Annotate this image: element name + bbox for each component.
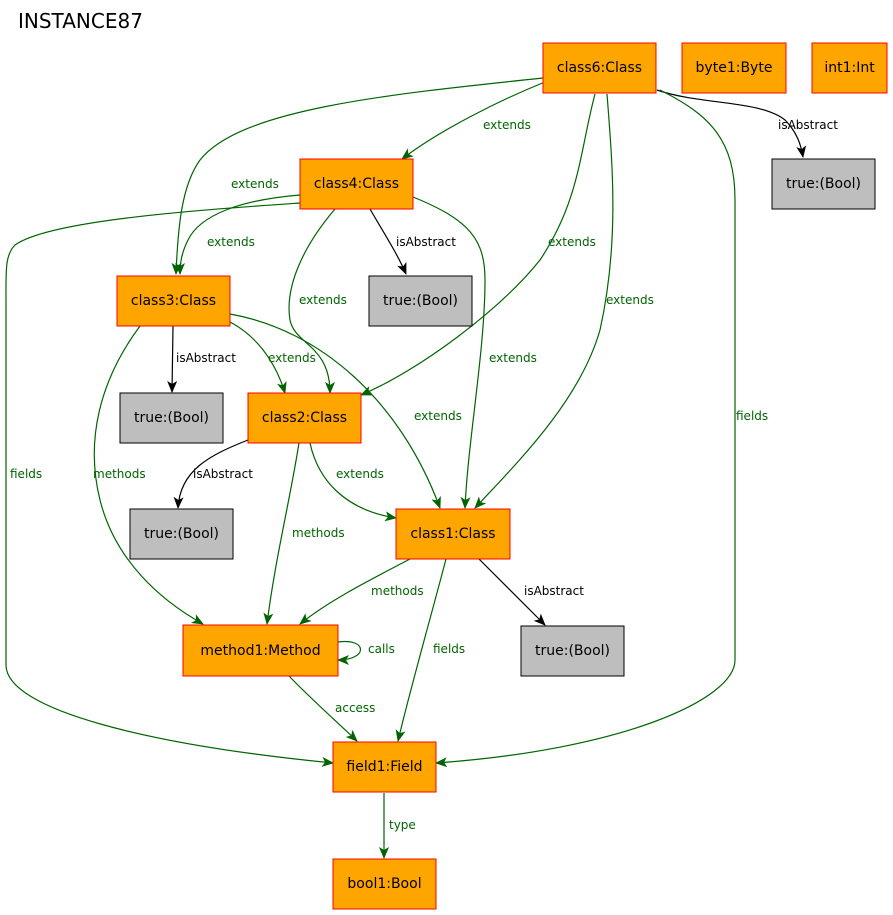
edge-method1-method1-calls [337, 640, 362, 665]
edge-class6-true-isabstract [656, 89, 807, 158]
edge-class1-field1-fields [395, 558, 447, 742]
label-class4-true-isabstract: isAbstract [396, 235, 456, 249]
edge-class6-class1-extends [474, 93, 614, 509]
edge-class4-class1-extends [412, 196, 486, 509]
node-byte1-label: byte1:Byte [696, 60, 773, 76]
edge-method1-field1-access [288, 675, 358, 742]
node-class6-label: class6:Class [557, 60, 642, 76]
node-class4[interactable]: class4:Class [299, 158, 414, 210]
edge-class3-class2-extends [229, 321, 287, 394]
label-class6-class1-extends: extends [606, 293, 654, 307]
label-class4-class3-extends: extends [207, 235, 255, 249]
label-class2-true-isabstract: isAbstract [193, 467, 253, 481]
label-class6-class3-extends: extends [231, 177, 279, 191]
node-field1[interactable]: field1:Field [332, 741, 437, 793]
node-true-class2-label: true:(Bool) [144, 526, 219, 542]
label-class4-field1-fields: fields [10, 467, 42, 481]
label-field1-bool1-type: type [389, 818, 416, 832]
node-true-class1-label: true:(Bool) [535, 643, 610, 659]
label-class1-true-isabstract: isAbstract [524, 584, 584, 598]
node-true-class4[interactable]: true:(Bool) [368, 275, 473, 327]
edge-class2-true-isabstract [173, 439, 249, 509]
edge-class2-class1-extends [309, 442, 397, 522]
node-true-class3-label: true:(Bool) [134, 410, 209, 426]
node-int1[interactable]: int1:Int [811, 42, 888, 94]
node-bool1[interactable]: bool1:Bool [332, 858, 437, 910]
edge-class1-method1-methods [299, 558, 411, 625]
node-field1-label: field1:Field [346, 759, 422, 775]
node-true-class6[interactable]: true:(Bool) [771, 158, 876, 210]
node-true-class6-label: true:(Bool) [786, 176, 861, 192]
label-class3-class2-extends: extends [268, 351, 316, 365]
label-class4-class2-extends: extends [299, 293, 347, 307]
node-class2-label: class2:Class [262, 410, 347, 426]
node-true-class1[interactable]: true:(Bool) [520, 625, 625, 677]
node-class1-label: class1:Class [410, 526, 495, 542]
node-true-class2[interactable]: true:(Bool) [129, 508, 234, 560]
node-method1-label: method1:Method [200, 643, 320, 659]
node-class1[interactable]: class1:Class [395, 508, 511, 560]
label-class1-field1-fields: fields [433, 642, 465, 656]
node-class3-label: class3:Class [131, 293, 216, 309]
diagram-title: INSTANCE87 [18, 9, 143, 33]
label-class3-class1-extends: extends [414, 409, 462, 423]
label-class1-method1-methods: methods [371, 584, 424, 598]
node-method1[interactable]: method1:Method [182, 624, 339, 677]
label-method1-calls: calls [368, 642, 395, 656]
edge-class4-class3-extends [175, 194, 301, 275]
label-class4-class1-extends: extends [489, 351, 537, 365]
label-class3-true-isabstract: isAbstract [176, 351, 236, 365]
node-class3[interactable]: class3:Class [116, 275, 231, 327]
node-class4-label: class4:Class [314, 176, 399, 192]
edge-class6-class3-extends [171, 77, 544, 275]
edge-class3-true-isabstract [167, 325, 178, 393]
label-class2-method1-methods: methods [292, 526, 345, 540]
edge-class2-method1-methods [263, 442, 300, 625]
edge-class6-class2-extends [360, 93, 596, 396]
edge-class4-true-isabstract [369, 208, 407, 275]
edge-class4-class2-extends [288, 208, 336, 394]
label-class6-class4-extends: extends [483, 118, 531, 132]
node-int1-label: int1:Int [824, 60, 875, 76]
node-byte1[interactable]: byte1:Byte [681, 42, 787, 94]
label-class2-class1-extends: extends [336, 467, 384, 481]
edge-class6-field1-fields [435, 89, 736, 768]
label-class6-field1-fields: fields [736, 409, 768, 423]
edge-class1-true-isabstract [478, 558, 546, 626]
edge-class6-class4-extends [401, 81, 546, 160]
edge-class4-field1-fields [5, 202, 334, 767]
label-class6-class2-extends: extends [548, 235, 596, 249]
node-class6[interactable]: class6:Class [542, 42, 657, 94]
label-class6-true-isabstract: isAbstract [778, 118, 838, 132]
edge-class3-method1-methods [93, 325, 204, 625]
label-class3-method1-methods: methods [93, 467, 146, 481]
node-bool1-label: bool1:Bool [347, 876, 421, 892]
label-method1-field1-access: access [335, 701, 375, 715]
edge-class3-class1-extends [229, 313, 441, 509]
node-true-class3[interactable]: true:(Bool) [119, 392, 224, 444]
node-class2[interactable]: class2:Class [247, 392, 362, 444]
node-true-class4-label: true:(Bool) [383, 293, 458, 309]
